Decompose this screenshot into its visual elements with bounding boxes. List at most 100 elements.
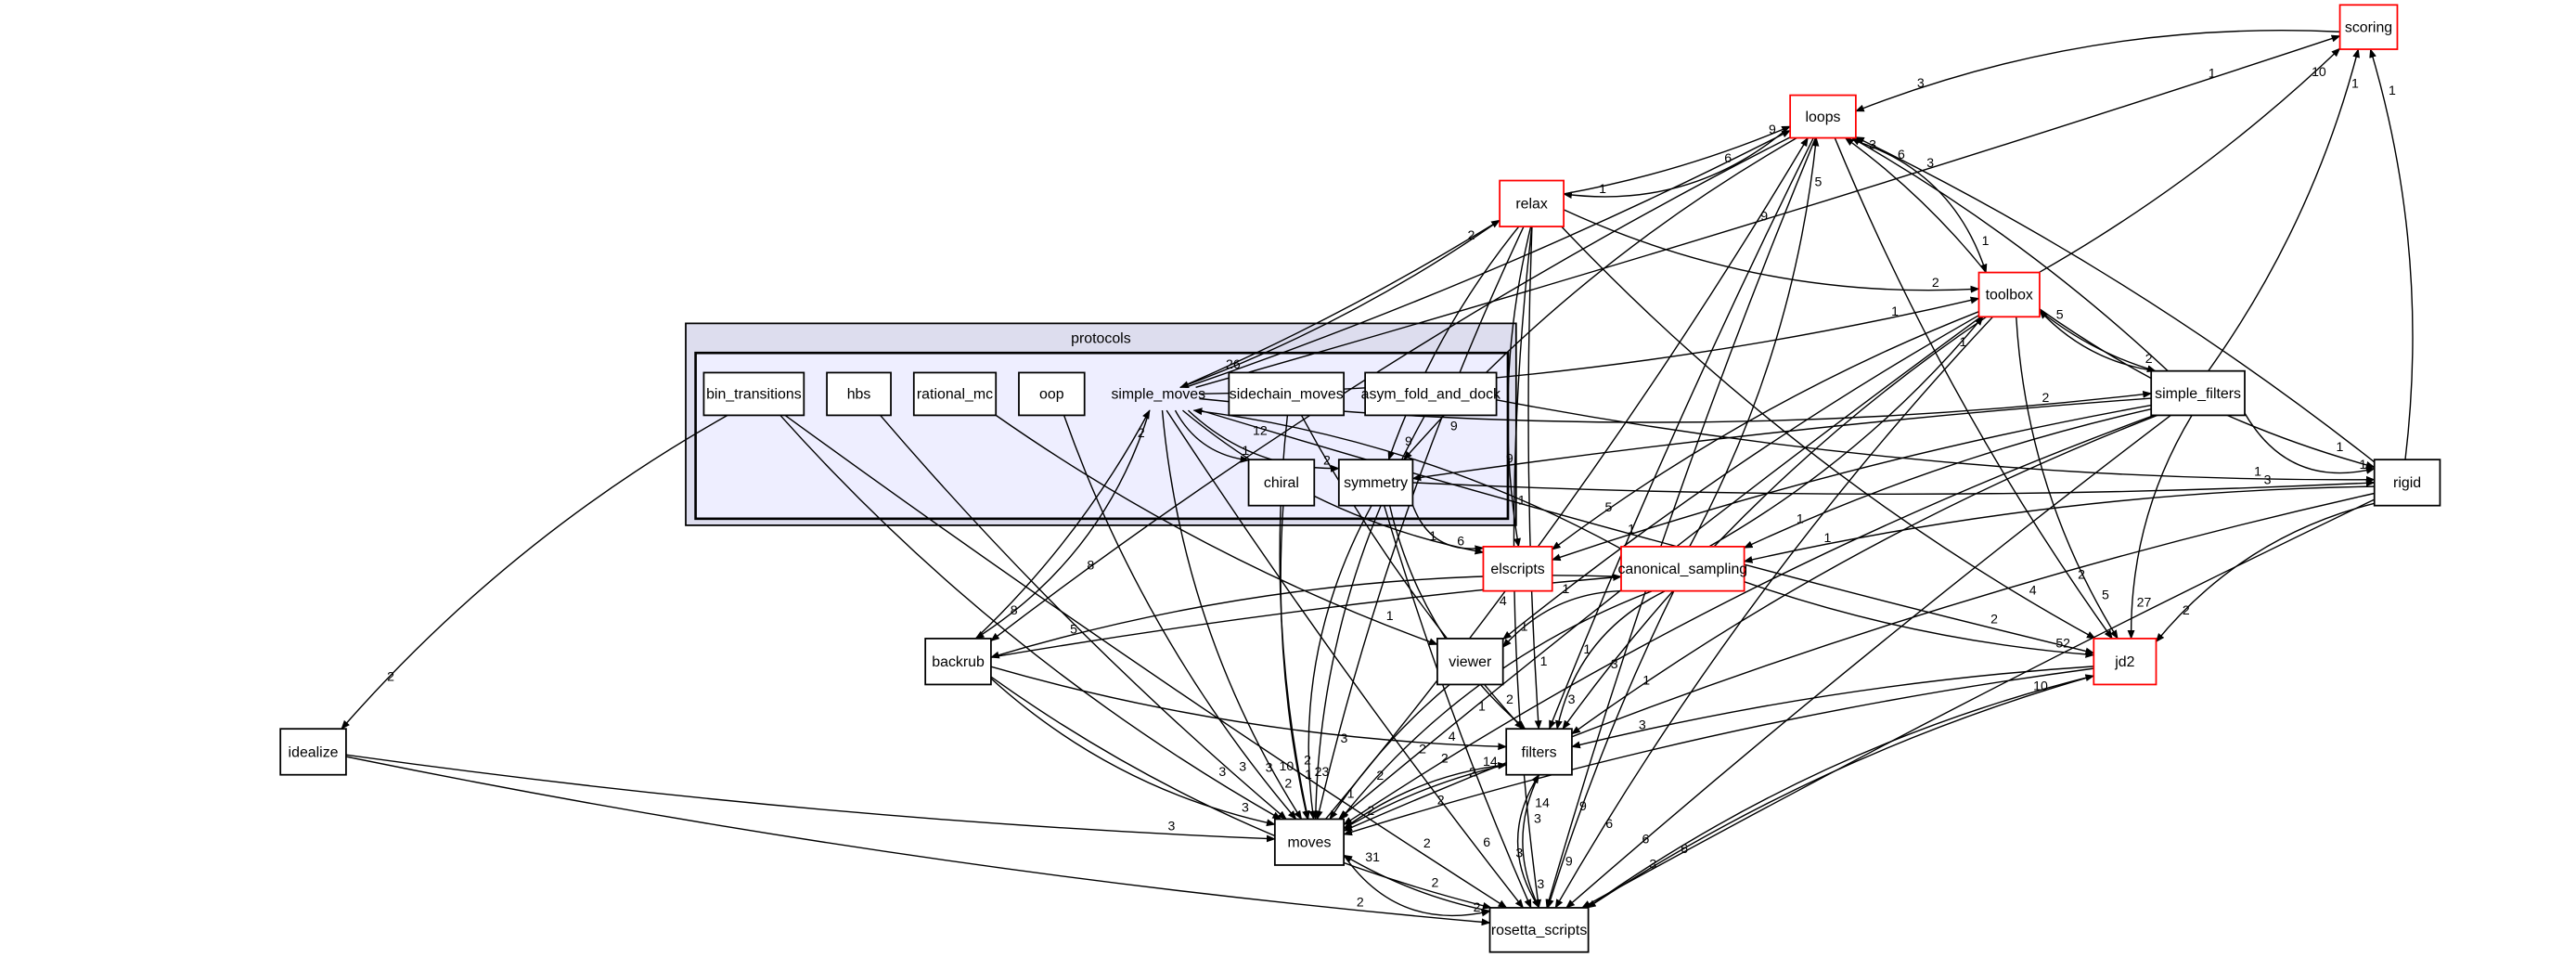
edge-label[interactable]: 3 bbox=[1537, 876, 1544, 891]
edge-sidechain_moves-to-filters[interactable] bbox=[1300, 415, 1524, 730]
edge-label[interactable]: 31 bbox=[1365, 849, 1380, 864]
edge-loops-to-jd2[interactable] bbox=[1834, 137, 2113, 640]
edge-toolbox-to-jd2[interactable] bbox=[2016, 317, 2119, 640]
edge-label[interactable]: 3 bbox=[1917, 75, 1925, 90]
edge-toolbox-to-loops[interactable] bbox=[1844, 136, 1987, 274]
node-viewer[interactable]: viewer bbox=[1436, 638, 1504, 686]
node-box[interactable] bbox=[924, 638, 992, 686]
edge-asym_fold_and_dock-to-rigid[interactable] bbox=[1496, 399, 2376, 484]
edge-canonical_sampling-to-toolbox[interactable] bbox=[1708, 316, 1984, 548]
node-toolbox[interactable]: toolbox bbox=[1977, 271, 2041, 318]
cluster-simple-moves-label[interactable]: simple_moves bbox=[1111, 387, 1205, 403]
edge-label[interactable]: 2 bbox=[1441, 750, 1449, 765]
node-box[interactable] bbox=[1620, 546, 1745, 592]
edge-label[interactable]: 1 bbox=[1429, 528, 1436, 543]
edge-label[interactable]: 3 bbox=[1218, 764, 1226, 779]
edge-jd2-to-moves[interactable] bbox=[1343, 667, 2094, 836]
edge-label[interactable]: 12 bbox=[1253, 422, 1268, 437]
node-backrub[interactable]: backrub bbox=[924, 638, 992, 686]
edge-scoring-to-loops[interactable] bbox=[1854, 30, 2340, 112]
edge-simple_moves-to-loops[interactable] bbox=[1185, 129, 1792, 389]
edge-jd2-to-filters[interactable] bbox=[1570, 666, 2094, 749]
edge-label[interactable]: 3 bbox=[1239, 758, 1246, 773]
node-label[interactable]: filters bbox=[1522, 744, 1557, 760]
node-label[interactable]: rational_mc bbox=[917, 387, 993, 403]
edge-relax-to-symmetry[interactable] bbox=[1387, 226, 1520, 461]
edge-simple_moves-to-relax[interactable] bbox=[1179, 219, 1501, 389]
node-oop[interactable]: oop bbox=[1018, 371, 1086, 417]
edge-simple_moves-to-symmetry[interactable] bbox=[1187, 409, 1340, 472]
edge-label[interactable]: 1 bbox=[1563, 581, 1570, 596]
node-label[interactable]: hbs bbox=[847, 387, 871, 403]
node-moves[interactable]: moves bbox=[1273, 818, 1346, 866]
edge-label[interactable]: 6 bbox=[1457, 534, 1464, 549]
edge-filters-to-moves[interactable] bbox=[1343, 764, 1507, 830]
node-rosetta-scripts[interactable]: rosetta_scripts bbox=[1488, 907, 1590, 953]
edge-label[interactable]: 9 bbox=[1506, 451, 1513, 466]
node-canonical-sampling[interactable]: canonical_sampling bbox=[1617, 546, 1747, 592]
edge-label[interactable]: 9 bbox=[1450, 419, 1458, 433]
edge-moves-to-loops[interactable] bbox=[1324, 136, 1809, 820]
edge-label[interactable]: 1 bbox=[1386, 608, 1394, 623]
edge-label[interactable]: 2 bbox=[1138, 425, 1145, 440]
node-simple-filters[interactable]: simple_filters bbox=[2150, 369, 2246, 417]
edge-simple_moves-to-rosetta_scripts[interactable] bbox=[1166, 409, 1525, 909]
edge-simple_moves-to-backrub[interactable] bbox=[974, 409, 1151, 640]
edge-label[interactable]: 2 bbox=[1376, 768, 1384, 782]
edge-label[interactable]: 10 bbox=[1280, 758, 1294, 773]
node-label[interactable]: simple_filters bbox=[2155, 386, 2241, 402]
edge-canonical_sampling-to-filters[interactable] bbox=[1555, 590, 1666, 731]
edge-canonical_sampling-to-jd2[interactable] bbox=[1744, 580, 2095, 658]
edge-simple_filters-to-moves[interactable] bbox=[1343, 414, 2155, 826]
node-relax[interactable]: relax bbox=[1499, 179, 1565, 227]
edge-label[interactable]: 2 bbox=[1423, 835, 1431, 850]
edge-toolbox-to-viewer[interactable] bbox=[1501, 315, 1979, 640]
edge-label[interactable]: 5 bbox=[2056, 306, 2064, 321]
node-box[interactable] bbox=[1364, 371, 1498, 417]
node-sidechain-moves[interactable]: sidechain_moves bbox=[1228, 371, 1346, 417]
edge-label[interactable]: 1 bbox=[1583, 641, 1591, 656]
edge-label[interactable]: 6 bbox=[1681, 841, 1688, 856]
edge-label[interactable]: 5 bbox=[1815, 175, 1823, 189]
edge-label[interactable]: 2 bbox=[2183, 602, 2190, 617]
edge-label[interactable]: 10 bbox=[2033, 679, 2048, 693]
edge-symmetry-to-rigid[interactable] bbox=[1412, 479, 2376, 495]
edge-simple_filters-to-toolbox[interactable] bbox=[2039, 309, 2156, 372]
edge-relax-to-elscripts[interactable] bbox=[1507, 226, 1532, 548]
edge-label[interactable]: 5 bbox=[1070, 621, 1077, 636]
edge-label[interactable]: 1 bbox=[1347, 786, 1355, 801]
node-box[interactable] bbox=[1499, 179, 1565, 227]
node-box[interactable] bbox=[1977, 271, 2041, 318]
edge-label[interactable]: 1 bbox=[1478, 698, 1486, 713]
edge-label[interactable]: 3 bbox=[1568, 692, 1576, 706]
edge-idealize-to-rosetta_scripts[interactable] bbox=[345, 756, 1491, 926]
edge-label[interactable]: 1 bbox=[2360, 457, 2367, 472]
edge-label[interactable]: 8 bbox=[1087, 558, 1094, 573]
node-label[interactable]: oop bbox=[1039, 387, 1064, 403]
edge-canonical_sampling-to-viewer[interactable] bbox=[1502, 589, 1632, 648]
edge-label[interactable]: 4 bbox=[1500, 593, 1507, 608]
node-label[interactable]: idealize bbox=[289, 744, 339, 760]
node-scoring[interactable]: scoring bbox=[2338, 4, 2399, 50]
edge-simple_filters-to-filters[interactable] bbox=[1571, 414, 2157, 735]
edge-backrub-to-filters[interactable] bbox=[990, 666, 1508, 751]
edge-bin_transitions-to-moves[interactable] bbox=[779, 414, 1282, 821]
edge-label[interactable]: 1 bbox=[1642, 672, 1650, 687]
edge-canonical_sampling-to-simple_moves[interactable] bbox=[1192, 407, 1622, 550]
edge-simple_filters-to-elscripts[interactable] bbox=[1551, 404, 2152, 562]
edge-label[interactable]: 23 bbox=[1315, 764, 1330, 779]
edge-rosetta_scripts-to-filters[interactable] bbox=[1517, 773, 1540, 909]
edge-jd2-to-rosetta_scripts[interactable] bbox=[1586, 675, 2094, 909]
edge-label[interactable]: 1 bbox=[1891, 304, 1899, 318]
node-label[interactable]: scoring bbox=[2345, 19, 2392, 35]
edge-label[interactable]: 1 bbox=[1959, 334, 1966, 349]
edge-label[interactable]: 10 bbox=[2312, 64, 2326, 79]
node-box[interactable] bbox=[912, 371, 998, 417]
node-label[interactable]: symmetry bbox=[1344, 475, 1408, 491]
edge-symmetry-to-rosetta_scripts[interactable] bbox=[1383, 505, 1532, 909]
edge-label[interactable]: 6 bbox=[1642, 831, 1649, 846]
node-box[interactable] bbox=[1228, 371, 1346, 417]
edge-label[interactable]: 1 bbox=[1521, 619, 1528, 634]
node-label[interactable]: loops bbox=[1805, 110, 1840, 125]
node-chiral[interactable]: chiral bbox=[1247, 459, 1316, 507]
